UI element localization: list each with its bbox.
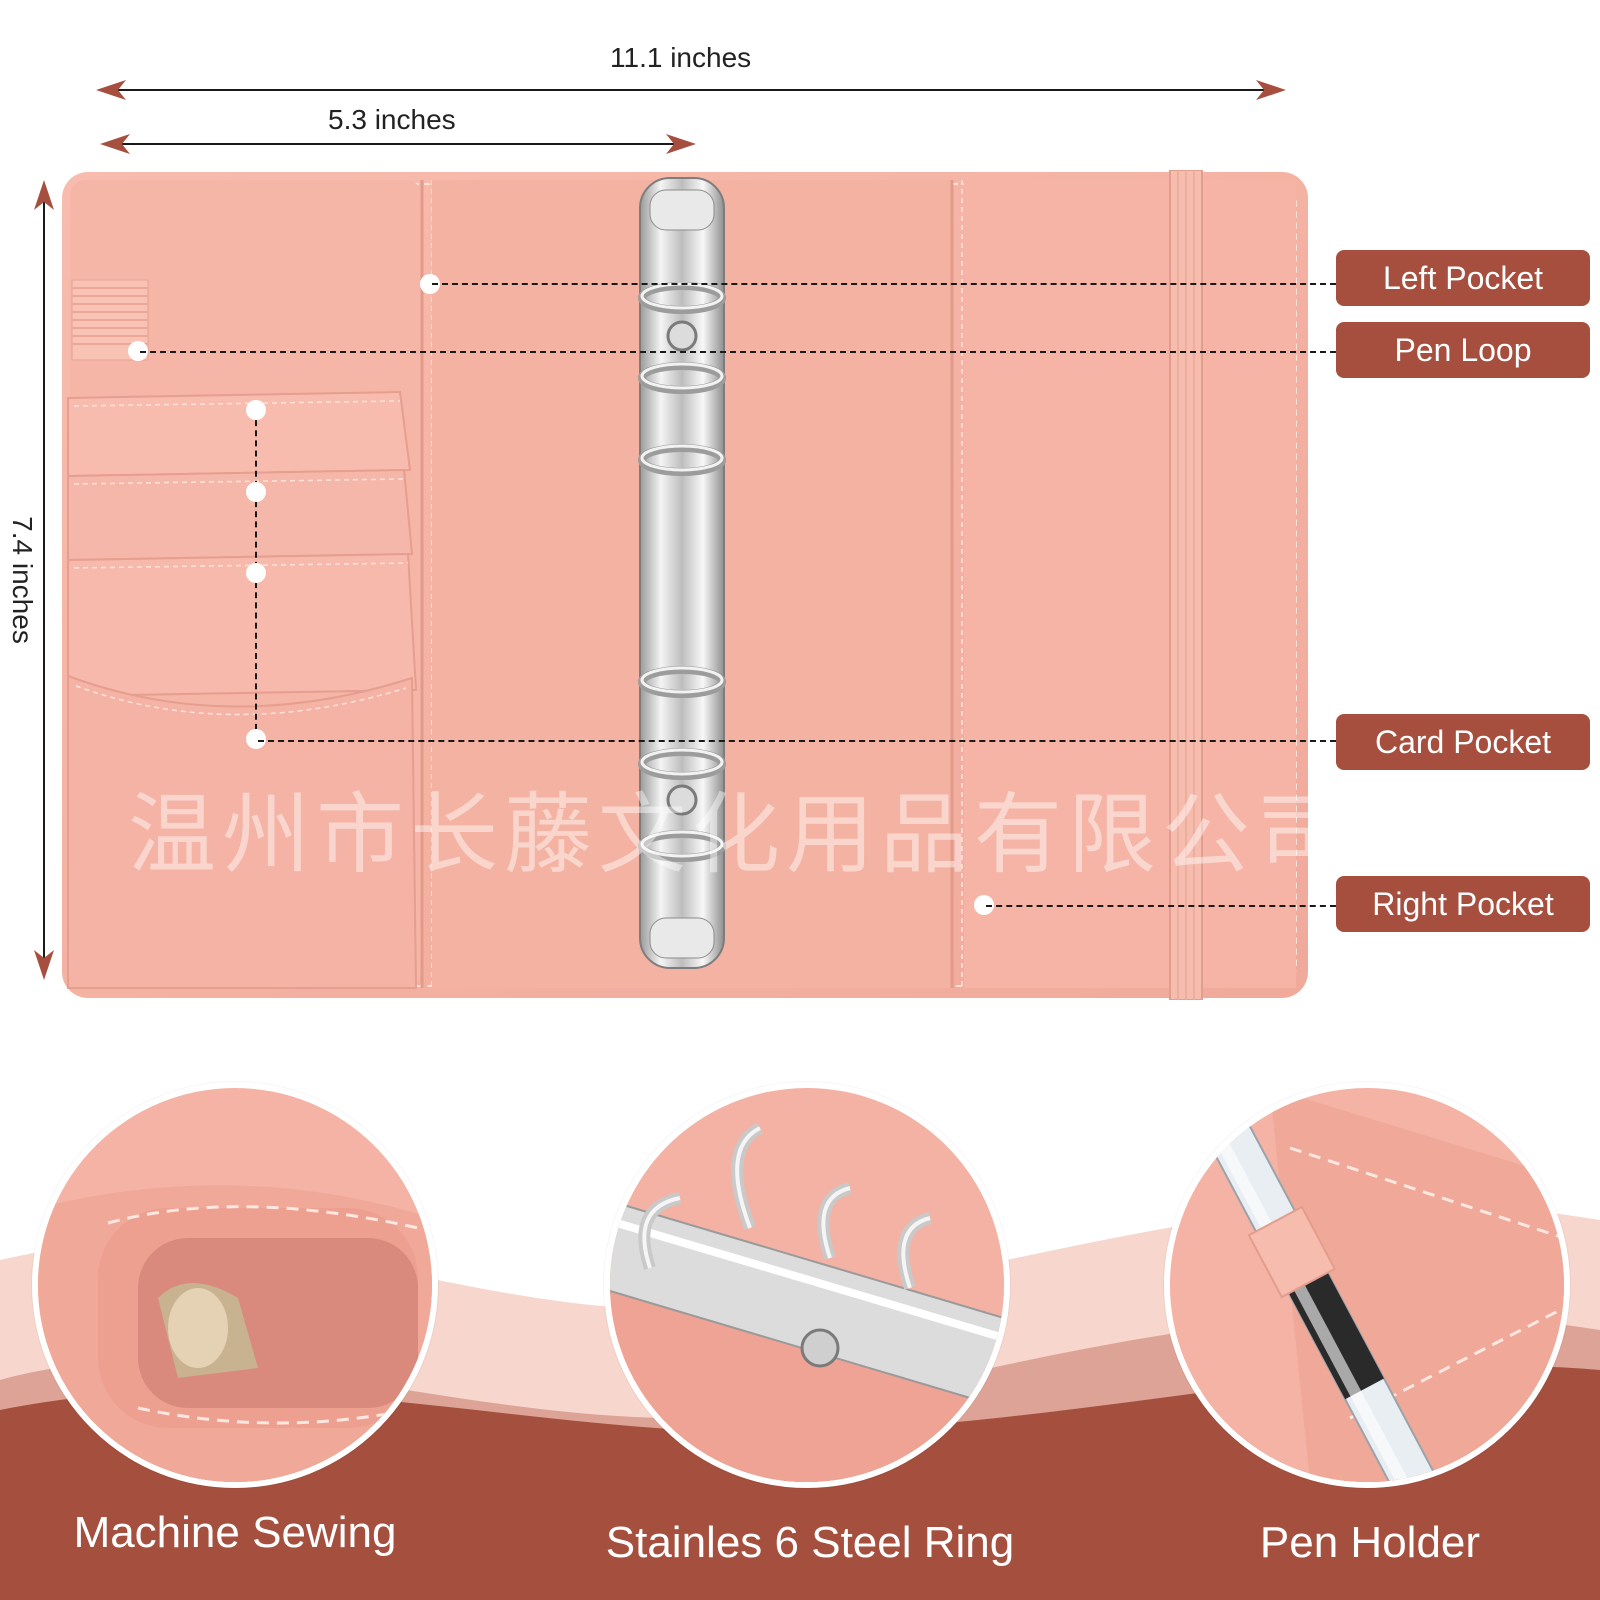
feature-circle-steel-ring (604, 1082, 1010, 1488)
pen-loop-marker (128, 341, 148, 361)
half-width-arrow (100, 134, 696, 154)
card-slot-1-marker (246, 400, 266, 420)
feature-label-pen-holder: Pen Holder (1259, 1518, 1481, 1567)
card-slot-4-marker (246, 729, 266, 749)
left-pocket-marker (420, 274, 440, 294)
card-slot-2-marker (246, 482, 266, 502)
stitched-edge-closeup-icon (38, 1088, 432, 1482)
binder-illustration (62, 170, 1308, 1000)
feature-circle-machine-sewing (32, 1082, 438, 1488)
callout-card-pocket: Card Pocket (1336, 714, 1590, 770)
binder-rings-closeup-icon (610, 1088, 1004, 1482)
feature-label-machine-sewing: Machine Sewing (73, 1508, 397, 1557)
company-watermark: 温州市长藤文化用品有限公司 (128, 783, 1351, 886)
right-pocket-marker (974, 895, 994, 915)
height-label: 7.4 inches (7, 516, 38, 644)
height-arrow (34, 180, 54, 980)
half-width-label: 5.3 inches (328, 104, 456, 135)
feature-label-steel-ring: Stainles 6 Steel Ring (605, 1518, 1015, 1567)
callout-pen-loop: Pen Loop (1336, 322, 1590, 378)
pen-loop-leader (140, 351, 1336, 353)
right-pocket-leader (986, 905, 1336, 907)
callout-right-pocket: Right Pocket (1336, 876, 1590, 932)
total-width-arrow (96, 80, 1286, 100)
card-slot-3-marker (246, 563, 266, 583)
feature-circle-pen-holder (1164, 1082, 1570, 1488)
total-width-label: 11.1 inches (610, 42, 752, 73)
card-pocket-leader (258, 740, 1336, 742)
callout-left-pocket: Left Pocket (1336, 250, 1590, 306)
pen-loop-closeup-icon (1170, 1088, 1564, 1482)
left-pocket-leader (432, 283, 1336, 285)
